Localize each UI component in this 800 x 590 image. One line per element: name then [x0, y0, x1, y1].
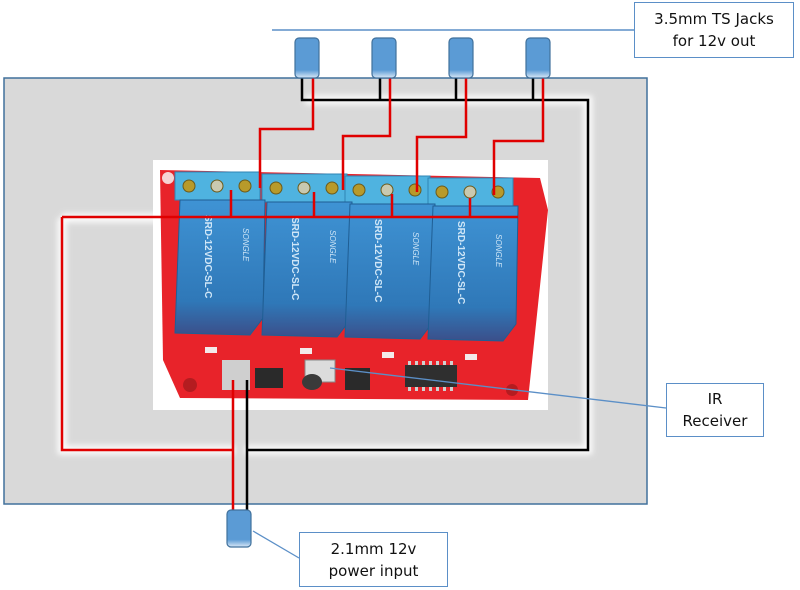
red-wire-loop — [60, 217, 233, 452]
ir-callout-line2: Receiver — [682, 412, 748, 430]
terminal-screw — [297, 181, 311, 195]
relay-model-label: SRD-12VDC-SL-C — [202, 215, 213, 298]
terminal-screw — [463, 185, 477, 199]
relay-model-label: SRD-12VDC-SL-C — [289, 217, 300, 300]
mcu-chip — [345, 368, 370, 390]
output-jack-2[interactable] — [371, 37, 397, 79]
red-wire-jack2 — [341, 78, 392, 190]
relay-1: SRD-12VDC-SL-C SONGLE — [174, 199, 266, 336]
regulator-chip — [255, 368, 283, 388]
led — [465, 354, 477, 360]
power-leader-line — [252, 530, 300, 559]
power-header — [222, 360, 250, 390]
red-wire-jack1 — [258, 78, 315, 188]
power-callout-line2: power input — [328, 561, 419, 580]
relay-model-label: SRD-12VDC-SL-C — [372, 219, 383, 302]
ir-receiver-component — [302, 359, 336, 390]
power-input-callout: 2.1mm 12v power input — [299, 532, 448, 587]
ir-leader-line — [329, 367, 667, 409]
terminal-screw — [435, 185, 449, 199]
jacks-callout: 3.5mm TS Jacks for 12v out — [634, 2, 794, 58]
power-callout-line1: 2.1mm 12v — [330, 539, 417, 558]
relay-3: SRD-12VDC-SL-C SONGLE — [344, 203, 436, 340]
black-wire-common — [247, 78, 590, 452]
power-input-jack[interactable] — [226, 509, 252, 548]
ir-callout-line1: IR — [707, 390, 723, 408]
ir-receiver-callout: IR Receiver — [666, 383, 764, 437]
jacks-callout-line2: for 12v out — [672, 32, 756, 50]
led — [300, 348, 312, 354]
relay-brand-label: SONGLE — [411, 232, 420, 266]
led — [205, 347, 217, 353]
terminal-screw — [352, 183, 366, 197]
relay-model-label: SRD-12VDC-SL-C — [455, 221, 466, 304]
relay-4: SRD-12VDC-SL-C SONGLE — [427, 205, 519, 342]
terminal-screw — [210, 179, 224, 193]
red-wire-jack3 — [415, 78, 468, 192]
terminal-screw — [238, 179, 252, 193]
terminal-screw — [408, 183, 422, 197]
terminal-screw — [269, 181, 283, 195]
led — [382, 352, 394, 358]
relay-brand-label: SONGLE — [328, 230, 337, 264]
driver-ic — [405, 365, 457, 387]
relay-brand-label: SONGLE — [241, 228, 250, 262]
terminal-screw — [325, 181, 339, 195]
output-jack-4[interactable] — [525, 37, 551, 79]
terminal-screw — [182, 179, 196, 193]
relay-board: SRD-12VDC-SL-C SONGLE SRD-12VDC-SL-C SONGLE… — [160, 170, 548, 400]
output-jack-1[interactable] — [294, 37, 320, 79]
terminal-screw — [380, 183, 394, 197]
relay-2: SRD-12VDC-SL-C SONGLE — [261, 201, 353, 338]
output-jack-3[interactable] — [448, 37, 474, 79]
red-wire-jack4 — [492, 78, 545, 195]
jacks-callout-line1: 3.5mm TS Jacks — [654, 10, 774, 28]
relay-brand-label: SONGLE — [494, 234, 503, 268]
